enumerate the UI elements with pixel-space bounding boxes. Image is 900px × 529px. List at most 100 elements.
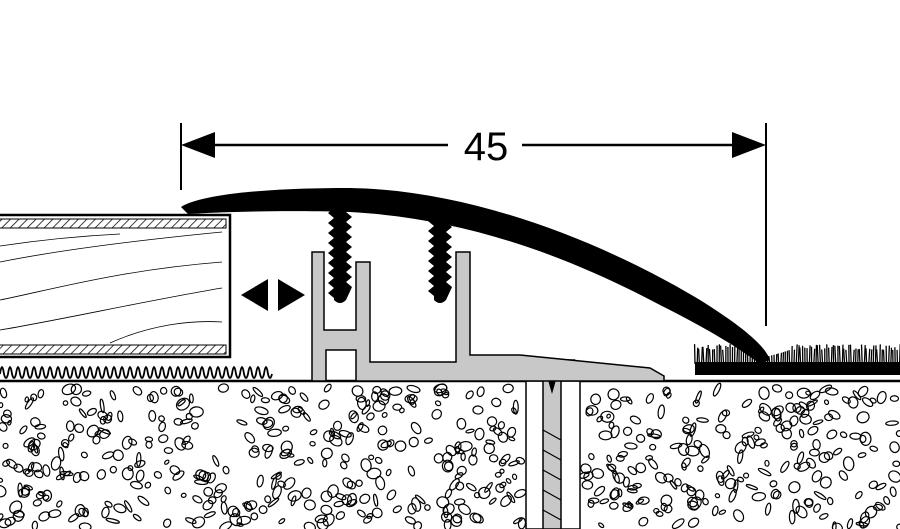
- adjust-arrows-icon: [241, 279, 305, 311]
- pebble: [375, 475, 386, 491]
- pebble: [626, 488, 638, 494]
- pebble: [660, 494, 673, 507]
- pebble: [407, 465, 416, 477]
- base-profile: [311, 251, 665, 382]
- pebble: [872, 503, 884, 511]
- pebble: [442, 451, 453, 463]
- pebble: [280, 440, 293, 454]
- pebble: [847, 396, 859, 409]
- pebble: [856, 411, 870, 424]
- pebble: [622, 476, 630, 488]
- pebble: [497, 421, 506, 430]
- pebble: [137, 495, 150, 506]
- pebble: [262, 419, 274, 429]
- carpet-tuft: [842, 348, 846, 365]
- pebble: [657, 404, 665, 420]
- pebble: [277, 480, 286, 488]
- carpet: [693, 344, 900, 375]
- pebble: [222, 465, 230, 475]
- pebble: [144, 436, 154, 443]
- pebble: [868, 480, 879, 490]
- pebble: [663, 387, 671, 397]
- pebble: [158, 415, 165, 422]
- pebble: [671, 518, 685, 529]
- carpet-tuft: [872, 345, 875, 365]
- carpet-tuft: [780, 352, 783, 365]
- pebble: [241, 389, 251, 399]
- carpet-tuft: [818, 344, 822, 365]
- pebble: [24, 396, 30, 403]
- pebble: [232, 507, 241, 518]
- pebble: [477, 486, 491, 500]
- pebble: [56, 500, 63, 508]
- pebble: [454, 447, 465, 455]
- concrete-subfloor: [0, 379, 900, 529]
- pebble: [264, 445, 274, 459]
- pebble: [754, 426, 762, 434]
- pebble: [831, 521, 837, 529]
- carpet-tuft: [705, 347, 708, 365]
- pebble: [689, 422, 697, 437]
- pebble: [792, 498, 800, 514]
- pebble: [889, 486, 897, 498]
- pebble: [443, 461, 454, 472]
- pebble: [278, 404, 291, 414]
- pebble: [213, 489, 224, 499]
- pebble: [170, 385, 182, 397]
- pebble: [410, 421, 422, 435]
- pebble: [236, 419, 248, 426]
- pebble: [698, 443, 711, 458]
- pebble: [433, 453, 444, 464]
- pebble: [68, 513, 80, 523]
- pebble: [715, 424, 727, 434]
- pebble: [788, 481, 801, 494]
- pebble: [33, 469, 44, 479]
- pebble: [624, 442, 638, 450]
- carpet-tuft: [827, 347, 830, 365]
- wood-grain: [0, 231, 223, 344]
- pebble: [669, 442, 683, 450]
- pebble: [135, 451, 142, 467]
- pebble: [627, 501, 633, 509]
- pebble: [70, 383, 83, 396]
- pebble: [65, 420, 75, 433]
- pebble: [180, 492, 187, 498]
- pebble: [442, 391, 450, 399]
- pebble: [686, 486, 697, 497]
- carpet-tuft: [845, 349, 848, 365]
- pebble: [74, 423, 85, 434]
- pebble: [455, 481, 465, 491]
- pebble: [101, 506, 110, 519]
- pebble: [22, 468, 31, 475]
- pebble: [471, 447, 477, 457]
- pebble: [251, 445, 260, 453]
- pebble: [60, 438, 70, 448]
- pebble: [342, 477, 354, 489]
- pebble: [760, 442, 768, 449]
- pebble: [720, 469, 730, 480]
- pebble: [648, 458, 659, 470]
- pebble: [351, 385, 364, 397]
- pebble: [610, 399, 622, 411]
- pebble: [121, 435, 133, 450]
- carpet-tuft: [870, 349, 873, 365]
- pebble: [758, 386, 770, 400]
- pebble: [687, 517, 700, 528]
- pebble: [771, 384, 783, 393]
- screw: [525, 359, 581, 529]
- pebble: [796, 451, 805, 465]
- pebble: [488, 497, 497, 505]
- pebble: [207, 496, 217, 505]
- pebble: [27, 438, 41, 451]
- pebble: [278, 518, 286, 525]
- pebble: [327, 484, 339, 498]
- pebble: [164, 459, 170, 465]
- pebble: [406, 384, 421, 394]
- pebble: [452, 513, 463, 524]
- pebble: [818, 513, 829, 520]
- pebble: [280, 448, 291, 457]
- carpet-tuft: [799, 347, 802, 365]
- pebble: [78, 470, 90, 482]
- pebble: [368, 454, 375, 461]
